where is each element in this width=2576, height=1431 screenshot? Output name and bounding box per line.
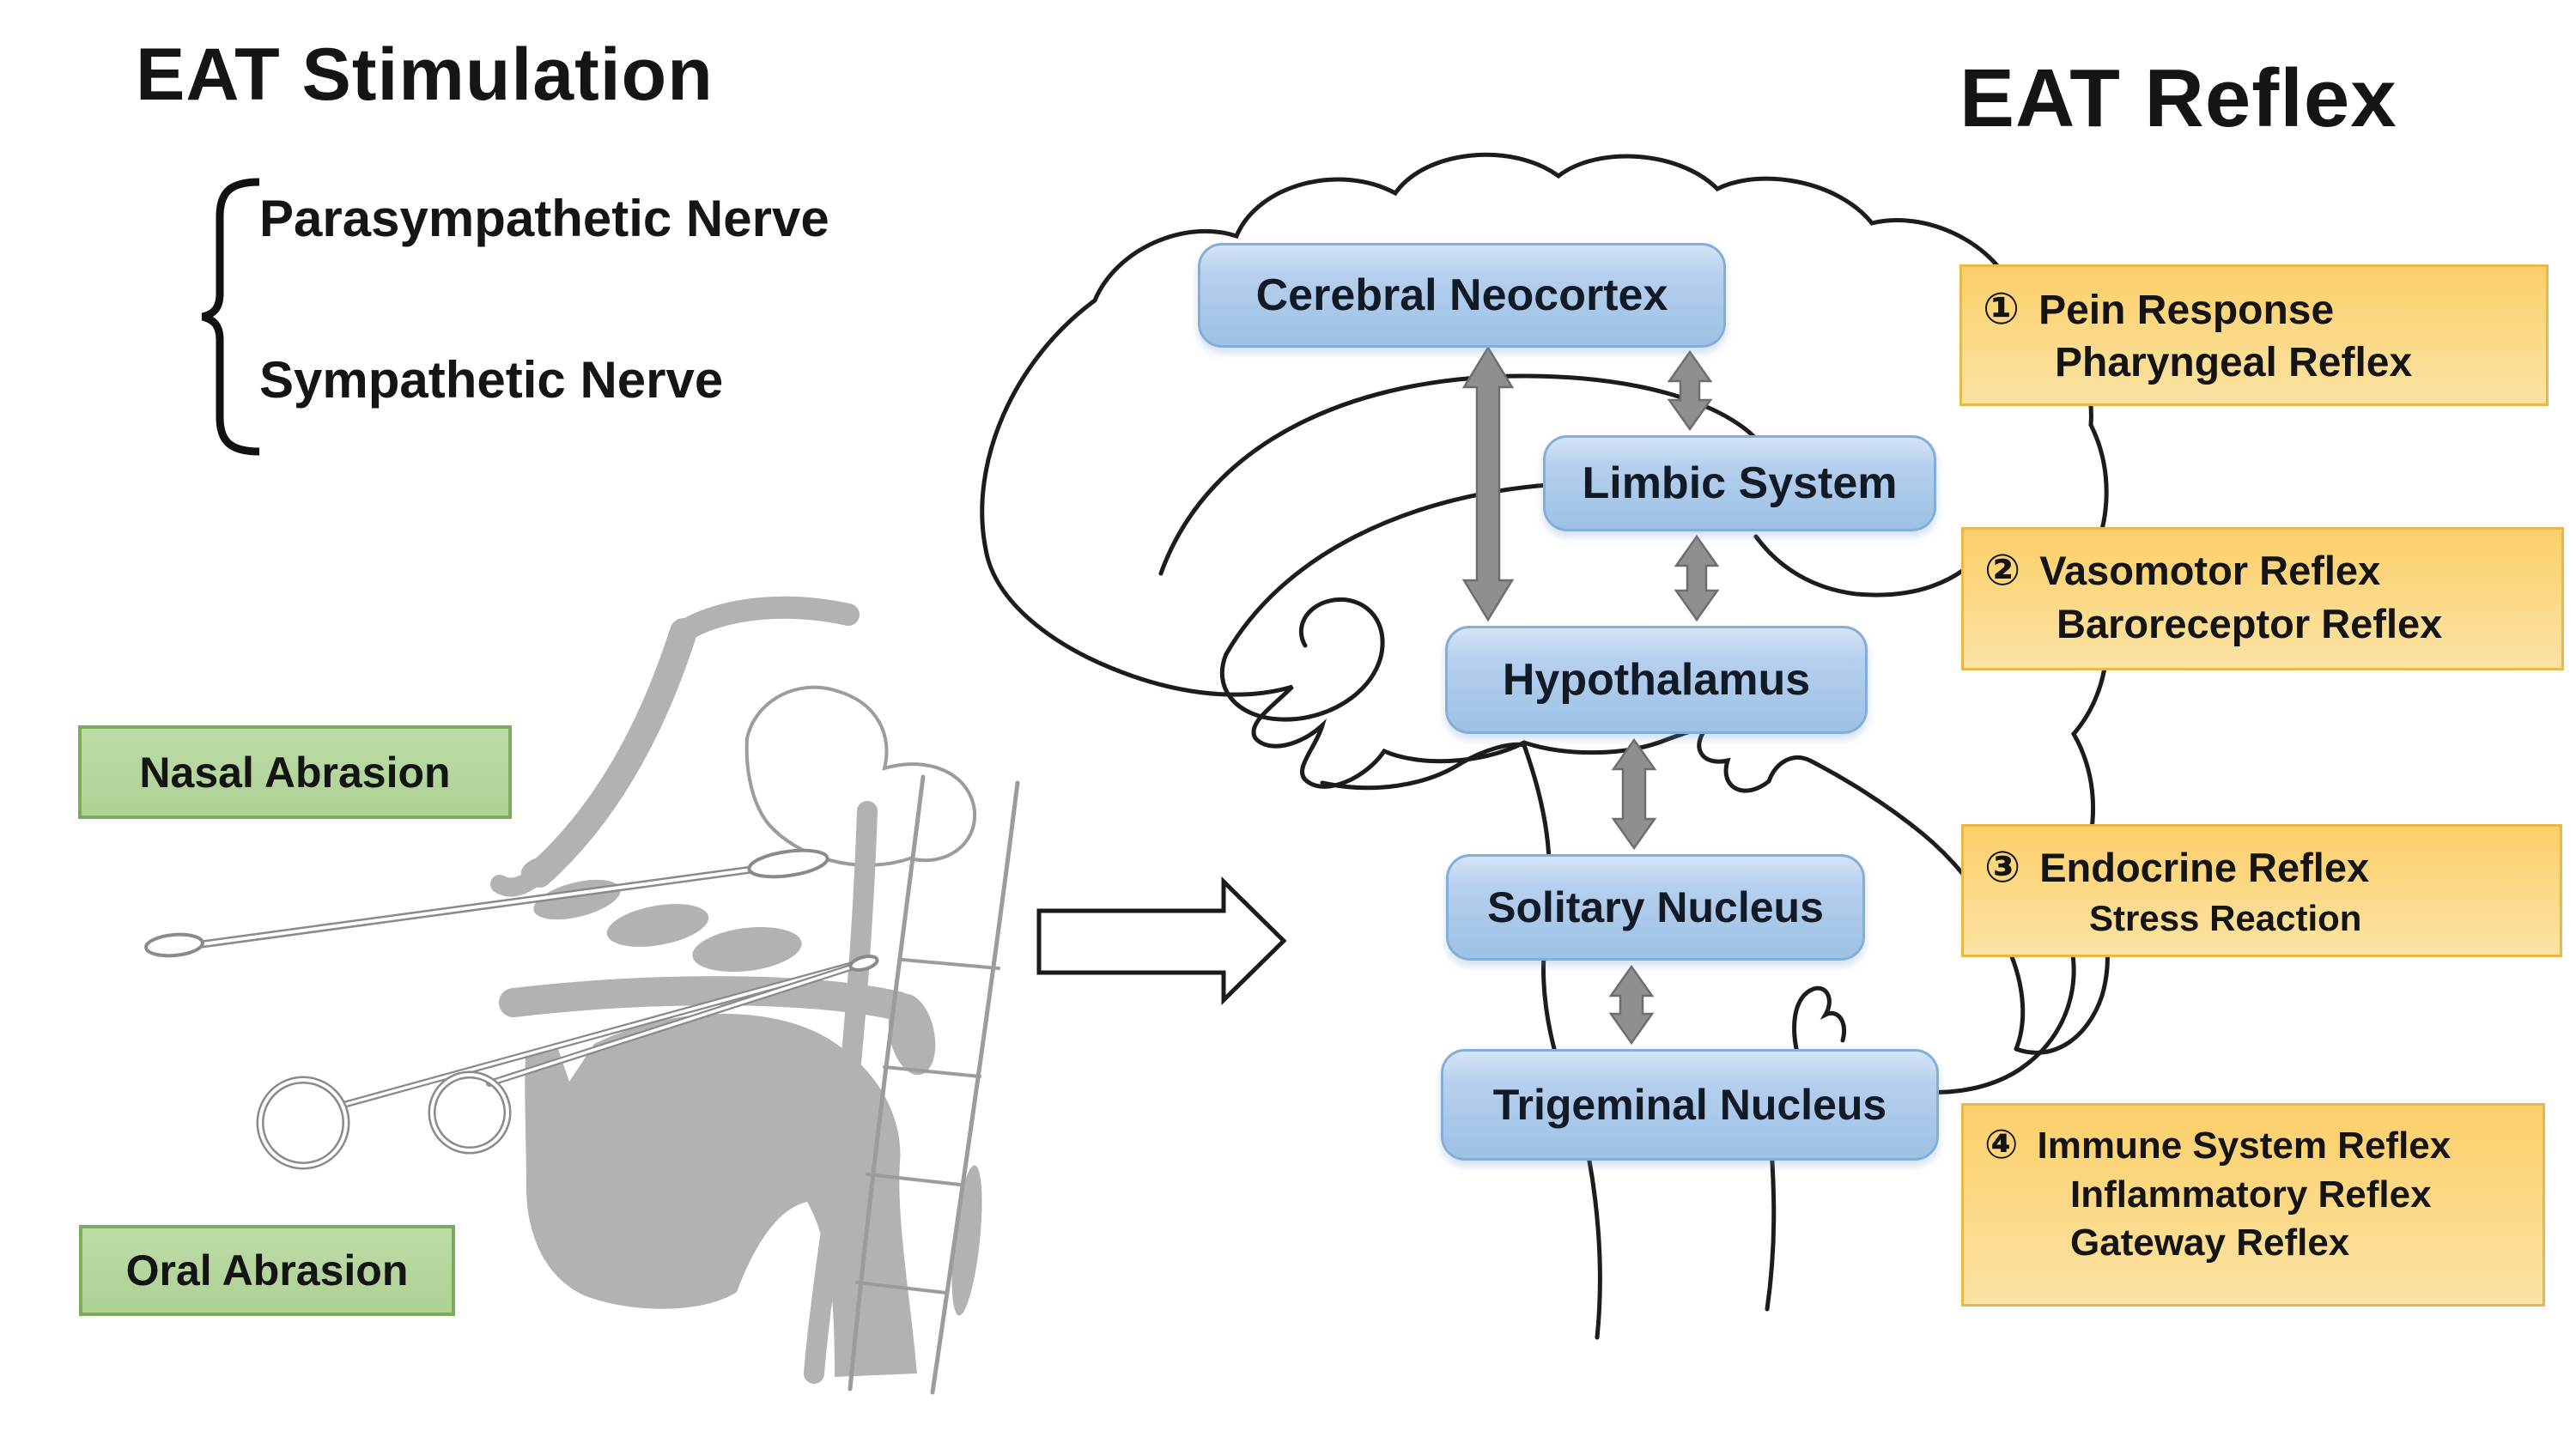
oral-curette xyxy=(256,955,879,1170)
turbinate xyxy=(606,904,709,947)
reflex-line: ② Vasomotor Reflex xyxy=(1984,543,2541,598)
reflex-box-3: ③ Endocrine Reflex Stress Reaction xyxy=(1961,824,2562,957)
reflex-text: Stress Reaction xyxy=(2089,897,2362,938)
arrow-limbic-hypothalamus xyxy=(1674,534,1720,622)
reflex-line: ① Pein Response xyxy=(1983,281,2525,337)
swab-tip xyxy=(747,848,829,879)
epiglottis xyxy=(951,1165,982,1316)
nose-profile xyxy=(526,618,697,888)
reflex-box-1: ① Pein Response Pharyngeal Reflex xyxy=(1959,264,2549,406)
curette-ring-inner xyxy=(258,1078,348,1167)
circled-number: ① xyxy=(1983,283,2020,334)
vertebra-rung xyxy=(901,958,1000,970)
reflex-text: Baroreceptor Reflex xyxy=(2057,600,2443,646)
arrow-solitary-trigeminal xyxy=(1608,964,1655,1046)
curette-shaft-core xyxy=(488,963,860,1085)
temporal-bottom xyxy=(1320,742,1527,791)
reflex-text: Pein Response xyxy=(2038,288,2335,333)
reflex-line: ③ Endocrine Reflex xyxy=(1984,840,2539,895)
nasal-abrasion-label: Nasal Abrasion xyxy=(78,725,512,819)
reflex-box-2: ② Vasomotor Reflex Baroreceptor Reflex xyxy=(1961,527,2564,670)
reflex-text: Immune System Reflex xyxy=(2037,1125,2451,1167)
brainstem-left xyxy=(1522,743,1602,1340)
inner-fold-spiral xyxy=(1219,597,1385,722)
spine-edge xyxy=(930,780,1020,1395)
vertebra-rung xyxy=(883,1065,981,1078)
reflex-text: Inflammatory Reflex xyxy=(2070,1173,2432,1216)
arrow-hypothalamus-solitary xyxy=(1611,737,1657,851)
reflex-text: Vasomotor Reflex xyxy=(2039,548,2381,593)
reflex-text: Gateway Reflex xyxy=(2070,1222,2350,1264)
vertebra-rung xyxy=(866,1173,962,1186)
flow-arrow xyxy=(1036,876,1287,1005)
right-title: EAT Reflex xyxy=(1959,52,2397,144)
hippocampus-curve xyxy=(1753,534,1984,597)
curette-tip xyxy=(848,955,879,972)
node-limbic-system: Limbic System xyxy=(1543,435,1936,531)
vertebra-rung xyxy=(855,1281,948,1295)
soft-palate xyxy=(888,993,936,1076)
bracket xyxy=(201,178,260,456)
arrow-cerebral-limbic xyxy=(1667,349,1713,432)
swab-shaft-core xyxy=(200,864,785,946)
nasal-swab xyxy=(144,848,829,958)
circled-number: ③ xyxy=(1984,842,2021,892)
node-solitary-nucleus: Solitary Nucleus xyxy=(1446,854,1865,961)
circled-number: ④ xyxy=(1984,1121,2019,1167)
curette-ring-inner xyxy=(430,1073,509,1152)
circled-number: ② xyxy=(1984,545,2021,595)
nose-bridge xyxy=(672,596,860,643)
arrow-cerebral-hypothalamus xyxy=(1461,345,1515,622)
parasympathetic-nerve-label: Parasympathetic Nerve xyxy=(259,190,829,247)
oral-abrasion-label: Oral Abrasion xyxy=(79,1225,455,1316)
turbinate xyxy=(692,926,802,973)
reflex-box-4: ④ Immune System Reflex Inflammatory Refle… xyxy=(1961,1103,2545,1307)
tongue-throat xyxy=(525,1014,917,1377)
neural-arrows xyxy=(1461,345,1720,1046)
reflex-text: Endocrine Reflex xyxy=(2039,845,2370,890)
curette-shaft-core xyxy=(342,961,860,1107)
node-cerebral-neocortex: Cerebral Neocortex xyxy=(1198,243,1726,348)
swab-grip xyxy=(144,932,204,958)
node-trigeminal-nucleus: Trigeminal Nucleus xyxy=(1441,1049,1939,1161)
turbinate xyxy=(520,856,558,882)
reflex-text: Pharyngeal Reflex xyxy=(2055,340,2413,386)
pharynx-wall xyxy=(804,801,878,1384)
brain-frontal-bottom xyxy=(983,547,1527,789)
node-hypothalamus: Hypothalamus xyxy=(1445,626,1868,734)
left-title: EAT Stimulation xyxy=(136,33,714,116)
pons-hook xyxy=(1792,985,1846,1071)
sympathetic-nerve-label: Sympathetic Nerve xyxy=(259,351,724,409)
head-illustration xyxy=(144,596,1020,1395)
reflex-line: ④ Immune System Reflex xyxy=(1984,1119,2522,1171)
